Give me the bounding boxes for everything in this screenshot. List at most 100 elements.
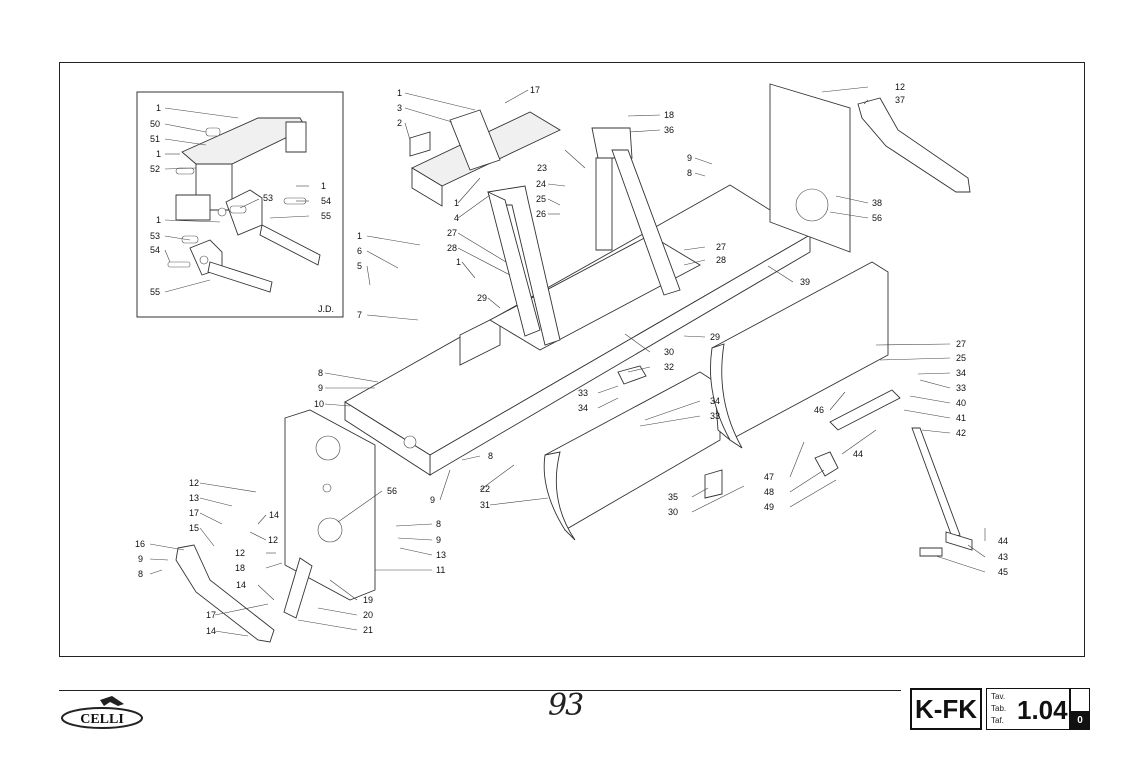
part-callout-30: 30 <box>664 347 674 357</box>
part-callout-48: 48 <box>764 487 774 497</box>
part-callout-2: 2 <box>397 118 402 128</box>
part-callout-41: 41 <box>956 413 966 423</box>
part-callout-12: 12 <box>235 548 245 558</box>
part-callout-1: 1 <box>357 231 362 241</box>
part-callout-33: 33 <box>956 383 966 393</box>
inset-callout-53: 53 <box>150 231 160 241</box>
inset-callout-1: 1 <box>156 103 161 113</box>
part-callout-33: 33 <box>710 411 720 421</box>
part-callout-8: 8 <box>436 519 441 529</box>
a-frame <box>487 127 681 346</box>
part-callout-9: 9 <box>318 383 323 393</box>
part-callout-13: 13 <box>189 493 199 503</box>
right-arm <box>857 97 971 193</box>
part-callout-27: 27 <box>447 228 457 238</box>
part-callout-49: 49 <box>764 502 774 512</box>
part-callout-14: 14 <box>206 626 216 636</box>
bracket-48 <box>814 451 839 477</box>
part-callout-23: 23 <box>537 163 547 173</box>
part-callout-33: 33 <box>578 388 588 398</box>
part-callout-43: 43 <box>998 552 1008 562</box>
tab-label: Tab. <box>991 704 1007 713</box>
part-callout-4: 4 <box>454 213 459 223</box>
inset-jd-label: J.D. <box>318 304 334 314</box>
part-callout-45: 45 <box>998 567 1008 577</box>
inset-callout-55: 55 <box>150 287 160 297</box>
top-tower <box>409 109 561 207</box>
part-callout-7: 7 <box>357 310 362 320</box>
part-callout-1: 1 <box>456 257 461 267</box>
machine-code: K-FK <box>910 688 982 730</box>
part-callout-18: 18 <box>664 110 674 120</box>
part-callout-10: 10 <box>314 399 324 409</box>
part-callout-22: 22 <box>480 484 490 494</box>
part-callout-17: 17 <box>206 610 216 620</box>
part-callout-56: 56 <box>387 486 397 496</box>
inset-callout-1: 1 <box>156 215 161 225</box>
part-callout-5: 5 <box>357 261 362 271</box>
part-callout-34: 34 <box>956 368 966 378</box>
part-callout-32: 32 <box>664 362 674 372</box>
part-callout-44: 44 <box>853 449 863 459</box>
rear-hoods <box>543 261 889 541</box>
part-callout-14: 14 <box>269 510 279 520</box>
part-callout-14: 14 <box>236 580 246 590</box>
inset-callout-55: 55 <box>321 211 331 221</box>
part-callout-9: 9 <box>687 153 692 163</box>
inset-callout-52: 52 <box>150 164 160 174</box>
part-callout-17: 17 <box>530 85 540 95</box>
part-callout-25: 25 <box>536 194 546 204</box>
main-frame <box>344 184 811 476</box>
depth-rod <box>911 427 973 557</box>
taf-label: Taf. <box>991 716 1004 725</box>
footer-rule <box>59 690 901 691</box>
link-arm <box>829 389 901 431</box>
drawing-frame <box>59 62 1085 657</box>
part-callout-29: 29 <box>710 332 720 342</box>
part-callout-28: 28 <box>716 255 726 265</box>
inset-callout-50: 50 <box>150 119 160 129</box>
part-callout-39: 39 <box>800 277 810 287</box>
part-callout-34: 34 <box>710 396 720 406</box>
part-callout-29: 29 <box>477 293 487 303</box>
part-callout-44: 44 <box>998 536 1008 546</box>
part-callout-18: 18 <box>235 563 245 573</box>
part-callout-12: 12 <box>189 478 199 488</box>
part-callout-24: 24 <box>536 179 546 189</box>
part-callout-8: 8 <box>488 451 493 461</box>
part-callout-13: 13 <box>436 550 446 560</box>
left-lever <box>175 544 313 643</box>
part-callout-19: 19 <box>363 595 373 605</box>
part-callout-6: 6 <box>357 246 362 256</box>
part-callout-17: 17 <box>189 508 199 518</box>
part-callout-20: 20 <box>363 610 373 620</box>
part-callout-40: 40 <box>956 398 966 408</box>
part-callout-31: 31 <box>480 500 490 510</box>
part-callout-11: 11 <box>436 565 445 575</box>
inset-callout-54: 54 <box>150 245 160 255</box>
part-callout-56: 56 <box>872 213 882 223</box>
left-side-plate <box>284 409 376 601</box>
part-callout-36: 36 <box>664 125 674 135</box>
part-callout-1: 1 <box>397 88 402 98</box>
inset-callout-53: 53 <box>263 193 273 203</box>
part-callout-15: 15 <box>189 523 199 533</box>
part-callout-27: 27 <box>716 242 726 252</box>
celli-logo: CELLI <box>61 696 143 729</box>
part-callout-9: 9 <box>430 495 435 505</box>
part-callout-12: 12 <box>268 535 278 545</box>
part-callout-9: 9 <box>436 535 441 545</box>
plate-32 <box>617 365 647 385</box>
part-callout-8: 8 <box>318 368 323 378</box>
inset-parts <box>167 117 321 293</box>
part-callout-9: 9 <box>138 554 143 564</box>
part-callout-47: 47 <box>764 472 774 482</box>
part-callout-26: 26 <box>536 209 546 219</box>
part-callout-46: 46 <box>814 405 824 415</box>
inset-box <box>136 91 344 318</box>
part-callout-8: 8 <box>138 569 143 579</box>
part-callout-28: 28 <box>447 243 457 253</box>
table-number: 1.04 <box>1017 695 1068 725</box>
